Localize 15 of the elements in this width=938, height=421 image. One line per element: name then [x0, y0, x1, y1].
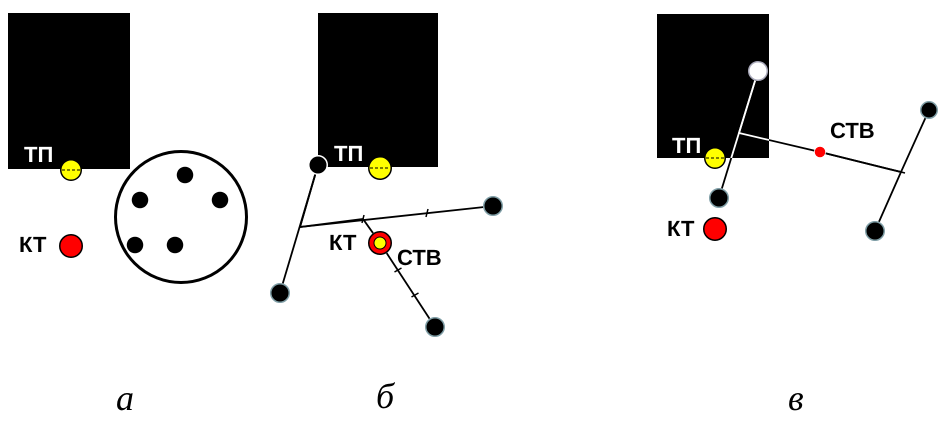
point-label: СТВ: [830, 119, 875, 143]
point-label: ТП: [334, 142, 364, 166]
point-label: ТП: [672, 134, 702, 158]
connector-line: [826, 152, 902, 222]
connector-line: [386, 252, 430, 320]
point-label: КТ: [667, 217, 694, 241]
point-label: КТ: [19, 233, 46, 257]
point-label: ТП: [24, 143, 54, 167]
connector-line: [298, 174, 374, 234]
point-label: КТ: [329, 231, 356, 255]
panel-caption: а: [116, 378, 134, 418]
panel-caption: в: [788, 378, 804, 418]
connector-line: [738, 80, 814, 152]
panel-caption: б: [376, 376, 394, 416]
point-label: СТВ: [397, 246, 442, 270]
